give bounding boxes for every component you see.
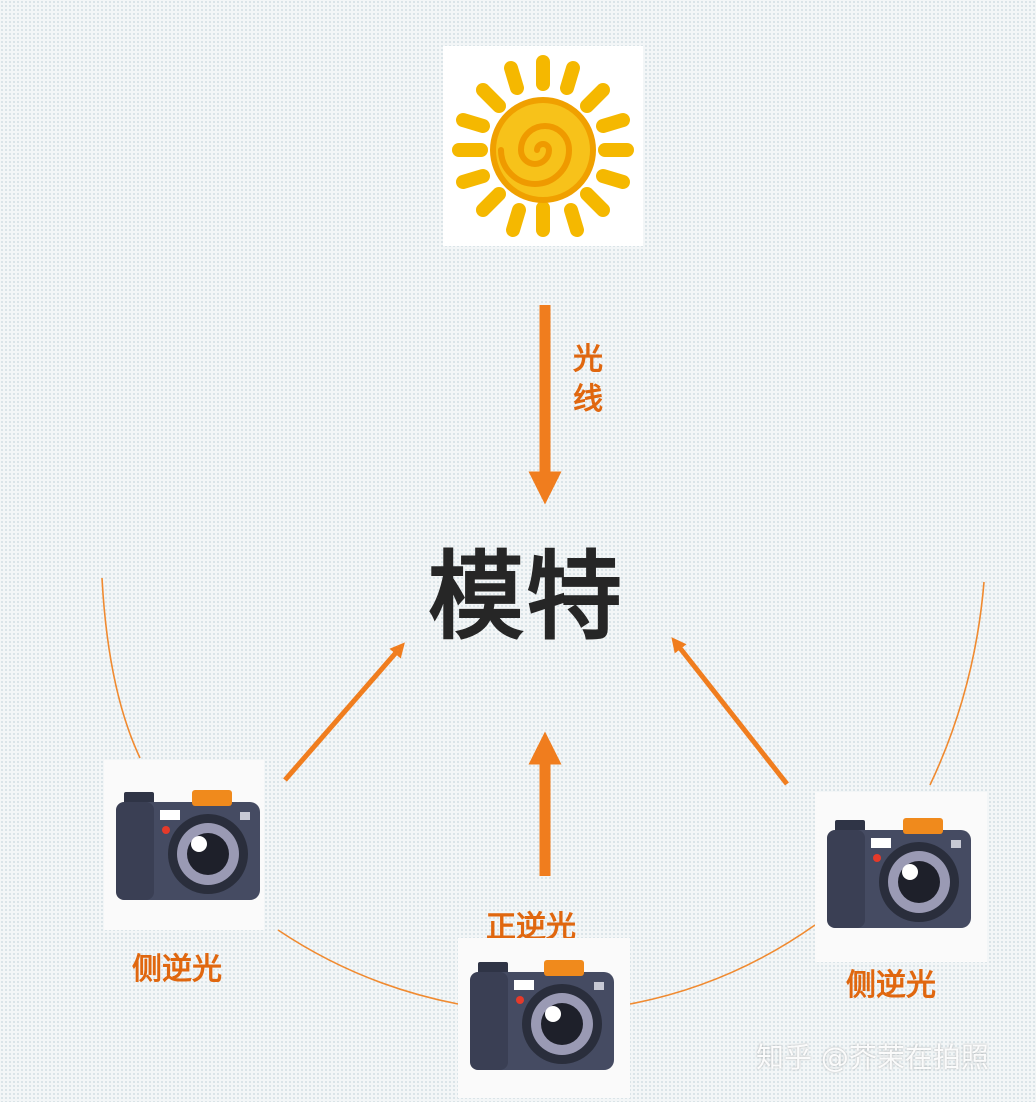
right-camera-label: 侧逆光 bbox=[846, 968, 936, 1003]
orbit-arc-bottom-left bbox=[277, 929, 459, 1005]
left-camera-arrow bbox=[283, 642, 405, 782]
orbit-arc-right bbox=[929, 581, 985, 786]
light-label: 光线 bbox=[573, 342, 603, 417]
right-camera-arrow bbox=[671, 637, 789, 786]
bottom-camera bbox=[458, 938, 630, 1098]
camera-icon bbox=[827, 818, 971, 928]
right-camera bbox=[815, 792, 987, 962]
orbit-arc-left bbox=[101, 577, 141, 759]
model-label: 模特 bbox=[428, 541, 624, 653]
sun-image bbox=[443, 46, 643, 246]
watermark: 知乎 @芥茉在拍照 bbox=[756, 1041, 989, 1074]
left-camera bbox=[104, 760, 264, 930]
sun-icon bbox=[452, 55, 634, 237]
camera-icon bbox=[116, 790, 260, 900]
camera-icon bbox=[470, 960, 614, 1070]
orbit-arc-bottom-right bbox=[629, 924, 816, 1005]
left-camera-label: 侧逆光 bbox=[132, 952, 222, 987]
